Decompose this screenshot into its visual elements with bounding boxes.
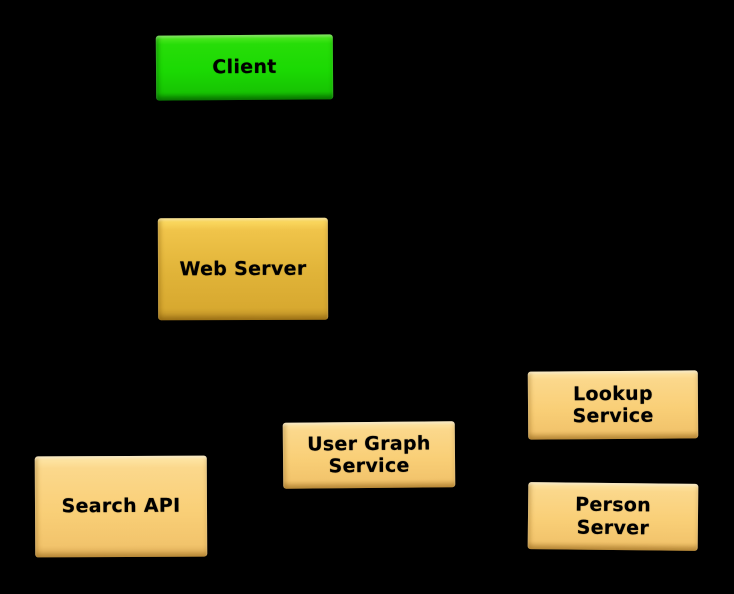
node-client: Client xyxy=(155,34,334,101)
node-person-server-label: Person Server xyxy=(575,493,652,539)
node-lookup-service-label: Lookup Service xyxy=(572,382,654,428)
node-search-api-label: Search API xyxy=(61,494,181,518)
node-client-label: Client xyxy=(212,56,277,79)
node-web-server-label: Web Server xyxy=(179,257,307,281)
node-web-server: Web Server xyxy=(157,217,329,321)
node-user-graph-service-label: User Graph Service xyxy=(307,432,431,478)
node-user-graph-service: User Graph Service xyxy=(282,421,456,489)
node-search-api: Search API xyxy=(34,455,208,558)
node-person-server: Person Server xyxy=(527,482,699,551)
node-lookup-service: Lookup Service xyxy=(527,370,699,440)
